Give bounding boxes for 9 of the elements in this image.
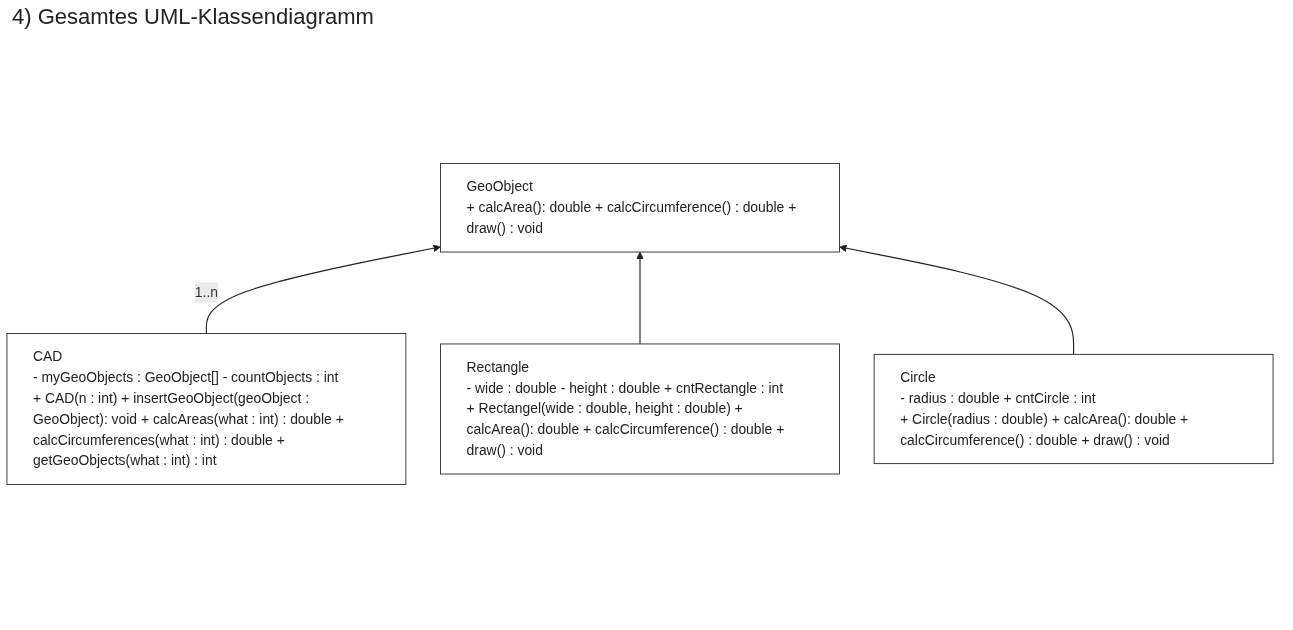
arrow bbox=[839, 244, 1075, 355]
diagram-title: 4) Gesamtes UML-Klassendiagramm bbox=[12, 4, 375, 30]
node-box: Circle - radius : double + cntCircle : int + Circle(radius : double) + calcArea(): double + calcCircumference() : double + draw() : void bbox=[873, 353, 1274, 465]
node-box: GeoObject + calcArea(): double + calcCircumference() : double + draw() : void bbox=[440, 163, 840, 253]
arrow bbox=[636, 251, 644, 345]
node-box: Rectangle - wide : double - height : double + cntRectangle : int + Rectangel(wide : double, height : double) + calcArea(): double + calcCircumference() : double + draw() : void bbox=[440, 343, 840, 475]
edge-label: 1..n bbox=[194, 284, 218, 300]
arrow bbox=[205, 244, 441, 335]
node-box: CAD - myGeoObjects : GeoObject[] - countObjects : int + CAD(n : int) + insertGeoObject(geoObject : GeoObject): void + calcAreas(what : int) : double + calcCircumferences(what : int) : double + getGeoObjects(what : int) : int bbox=[6, 333, 407, 485]
